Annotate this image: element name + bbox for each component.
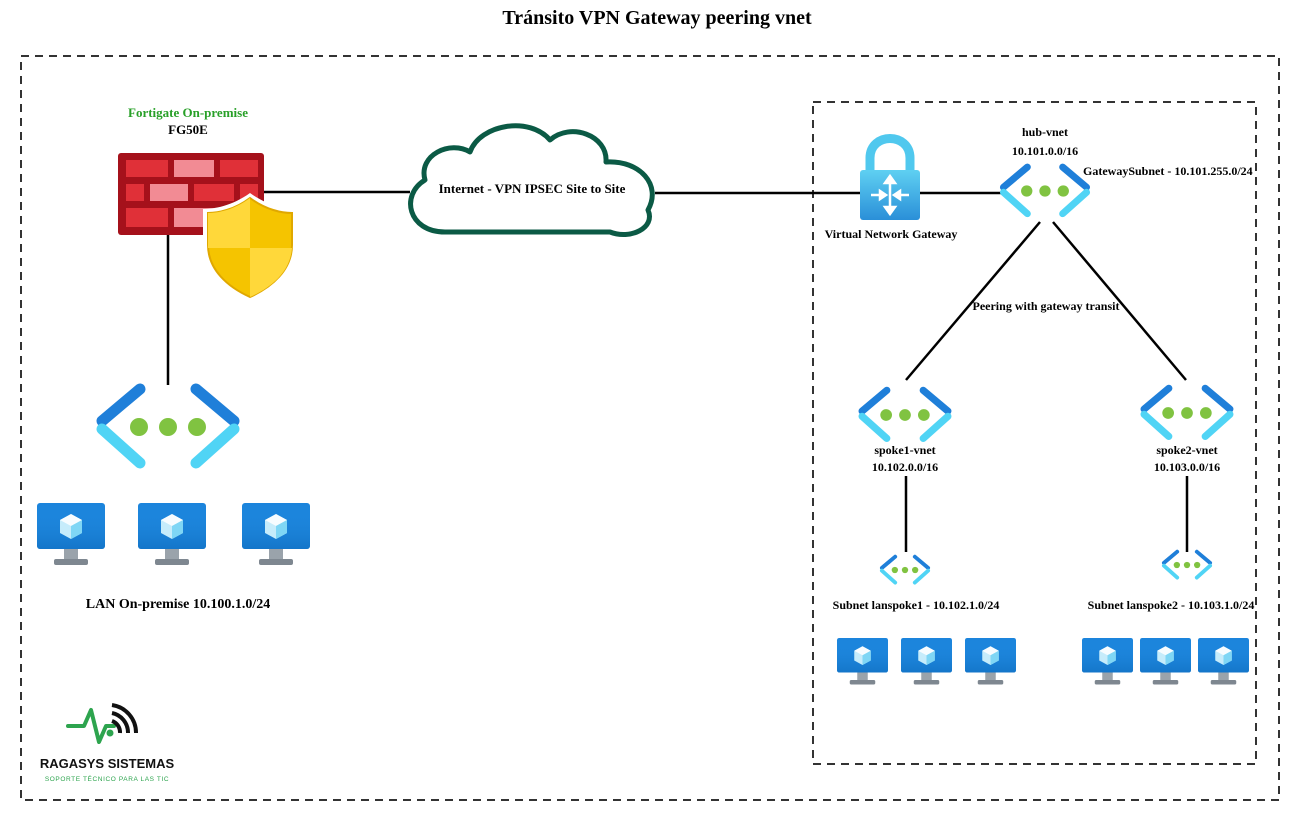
- subnet-lanspoke2-icon: [1161, 549, 1213, 580]
- fortigate-model-label: FG50E: [168, 122, 208, 137]
- outer-boundary: [20, 55, 1280, 801]
- hub-vnet-cidr: 10.101.0.0/16: [1012, 144, 1078, 158]
- lan-onprem-label: LAN On-premise 10.100.1.0/24: [86, 597, 270, 612]
- spoke1-vm-1-icon: [837, 638, 888, 685]
- spoke2-vm-1-icon: [1082, 638, 1133, 685]
- fortigate-vendor-label: Fortigate On-premise: [128, 105, 248, 120]
- logo-company: RAGASYS SISTEMAS: [40, 756, 175, 771]
- internet-label: Internet - VPN IPSEC Site to Site: [439, 181, 626, 196]
- spoke2-vnet-icon: [1144, 388, 1230, 436]
- azure-boundary: [812, 101, 1257, 765]
- hub-vnet-icon: [1003, 167, 1086, 214]
- logo-tagline: SOPORTE TÉCNICO PARA LAS TIC: [45, 774, 169, 783]
- spoke1-vnet-cidr: 10.102.0.0/16: [872, 460, 938, 474]
- link-hub-spoke1: [905, 221, 1041, 381]
- onprem-vm-2-icon: [138, 503, 206, 565]
- spoke1-vnet-icon: [862, 390, 948, 438]
- subnet-lanspoke2-label: Subnet lanspoke2 - 10.103.1.0/24: [1088, 598, 1255, 612]
- spoke1-vm-3-icon: [965, 638, 1016, 685]
- spoke1-vnet-name: spoke1-vnet: [874, 443, 935, 457]
- onprem-vm-3-icon: [242, 503, 310, 565]
- spoke1-vm-2-icon: [901, 638, 952, 685]
- page-title: Tránsito VPN Gateway peering vnet: [502, 7, 812, 29]
- spoke2-vnet-name: spoke2-vnet: [1156, 443, 1217, 457]
- spoke2-vm-3-icon: [1198, 638, 1249, 685]
- spoke2-vnet-cidr: 10.103.0.0/16: [1154, 460, 1220, 474]
- connection-lines: [166, 190, 1189, 552]
- peering-label: Peering with gateway transit: [973, 299, 1120, 313]
- subnet-lanspoke1-icon: [879, 554, 931, 585]
- subnet-lanspoke1-label: Subnet lanspoke1 - 10.102.1.0/24: [833, 598, 1000, 612]
- internet-cloud: Internet - VPN IPSEC Site to Site: [408, 123, 655, 238]
- onprem-vnet-icon: [102, 389, 234, 463]
- vpn-gateway-lock-icon: [860, 134, 920, 220]
- onprem-vm-1-icon: [37, 503, 105, 565]
- hub-vnet-name: hub-vnet: [1022, 125, 1068, 139]
- ragasys-logo: RAGASYS SISTEMAS SOPORTE TÉCNICO PARA LA…: [40, 703, 175, 783]
- shield-icon: [203, 193, 297, 303]
- spoke2-vm-2-icon: [1140, 638, 1191, 685]
- gateway-subnet-label: GatewaySubnet - 10.101.255.0/24: [1083, 164, 1253, 178]
- gateway-label: Virtual Network Gateway: [825, 227, 958, 241]
- link-hub-spoke2: [1052, 221, 1187, 381]
